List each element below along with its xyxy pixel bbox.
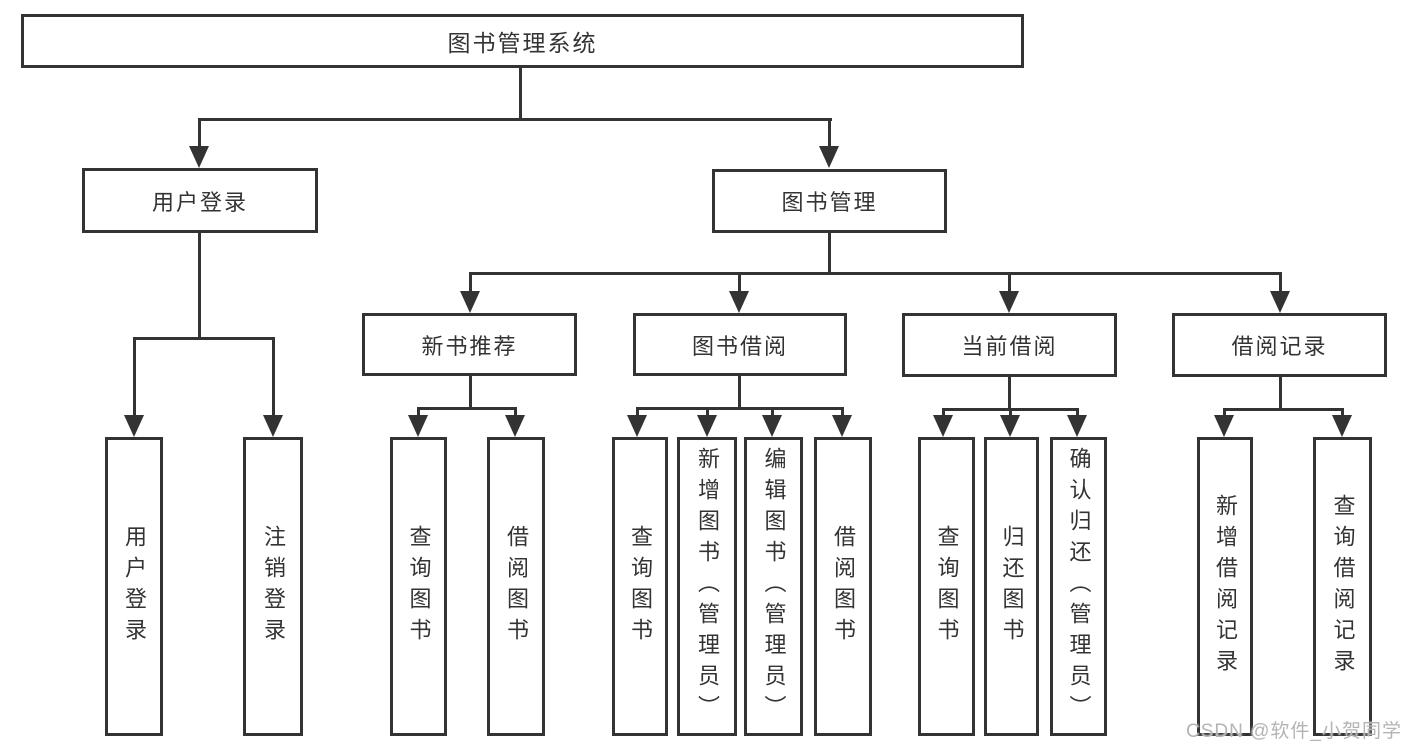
leaf-borrow-book: 借阅图书: [814, 437, 872, 736]
arrow-down-icon: [1270, 291, 1290, 313]
arrow-down-icon: [1000, 415, 1020, 437]
arrow-down-icon: [933, 415, 953, 437]
connector-currentborrow-stem: [1008, 375, 1011, 408]
leaf-current-confirm-admin: 确认归还（管理员）: [1050, 437, 1107, 736]
connector-leaf-drop: [1223, 408, 1226, 417]
arrow-down-icon: [124, 415, 144, 437]
connector-book-mgmt-stem: [828, 233, 831, 272]
connector-leaf-drop: [514, 407, 517, 417]
node-book-borrow: 图书借阅: [633, 313, 847, 376]
leaf-logout: 注销登录: [243, 437, 303, 736]
node-new-book-recommend: 新书推荐: [362, 313, 577, 376]
connector-leaf-drop: [1341, 408, 1344, 417]
arrow-down-icon: [832, 415, 852, 437]
leaf-current-query: 查询图书: [918, 437, 975, 736]
connector-leaf-drop: [133, 337, 136, 417]
leaf-newbook-query: 查询图书: [390, 437, 447, 736]
node-book-management-label: 图书管理: [781, 190, 878, 215]
watermark: CSDN @软件_小贺同学: [1186, 721, 1402, 742]
leaf-user-login: 用户登录: [105, 437, 163, 736]
leaf-newbook-query-label: 查询图书: [406, 524, 432, 649]
arrow-down-icon: [999, 291, 1019, 313]
connector-leaf-drop: [1009, 408, 1012, 417]
connector-newbook-stem: [469, 374, 472, 408]
arrow-down-icon: [263, 415, 283, 437]
node-borrow-record: 借阅记录: [1172, 313, 1387, 377]
leaf-current-return-label: 归还图书: [999, 524, 1025, 649]
arrow-down-icon: [697, 415, 717, 437]
leaf-borrow-query: 查询图书: [612, 437, 668, 736]
connector-bookborrow-stem: [738, 374, 741, 408]
connector-leaf-drop: [706, 407, 709, 417]
connector-leaf-drop: [1076, 408, 1079, 417]
leaf-logout-label: 注销登录: [261, 524, 286, 649]
leaf-user-login-label: 用户登录: [122, 524, 147, 649]
arrow-down-icon: [408, 415, 428, 437]
node-current-borrow-label: 当前借阅: [961, 334, 1058, 359]
connector-root-stem: [519, 68, 522, 118]
leaf-borrow-query-label: 查询图书: [628, 524, 653, 649]
leaf-record-add: 新增借阅记录: [1197, 437, 1253, 736]
connector-level3-drop: [738, 272, 741, 293]
arrow-down-icon: [627, 415, 647, 437]
arrow-down-icon: [1067, 415, 1087, 437]
node-book-borrow-label: 图书借阅: [691, 333, 788, 359]
connector-leaf-drop: [417, 407, 420, 417]
leaf-record-add-label: 新增借阅记录: [1213, 493, 1238, 680]
connector-leaf-drop: [636, 407, 639, 417]
arrow-down-icon: [762, 415, 782, 437]
leaf-borrow-edit-admin: 编辑图书（管理员）: [744, 437, 803, 736]
connector-level3-drop: [1279, 272, 1282, 293]
node-new-book-recommend-label: 新书推荐: [421, 333, 518, 359]
node-current-borrow: 当前借阅: [902, 313, 1117, 377]
arrow-down-icon: [460, 291, 480, 313]
connector-borrowrecord-bus: [1223, 408, 1343, 411]
connector-leaf-drop: [942, 408, 945, 417]
leaf-current-confirm-admin-label: 确认归还（管理员）: [1066, 447, 1092, 726]
connector-book-mgmt-drop: [828, 118, 831, 148]
arrow-down-icon: [189, 146, 209, 168]
leaf-current-return: 归还图书: [984, 437, 1039, 736]
connector-leaf-drop: [841, 407, 844, 417]
connector-user-login-drop: [198, 118, 201, 148]
connector-level3-drop: [1008, 272, 1011, 293]
arrow-down-icon: [1214, 415, 1234, 437]
leaf-current-query-label: 查询图书: [934, 524, 960, 649]
node-root: 图书管理系统: [21, 14, 1024, 68]
connector-level2-bus: [198, 118, 832, 121]
leaf-borrow-add-admin-label: 新增图书（管理员）: [695, 447, 720, 726]
leaf-borrow-add-admin: 新增图书（管理员）: [677, 437, 737, 736]
connector-bookborrow-bus: [636, 407, 843, 410]
leaf-borrow-edit-admin-label: 编辑图书（管理员）: [761, 447, 787, 726]
leaf-newbook-borrow-label: 借阅图书: [504, 524, 529, 649]
connector-level3-bus: [469, 272, 1281, 275]
leaf-borrow-book-label: 借阅图书: [831, 524, 856, 649]
arrow-down-icon: [1332, 415, 1352, 437]
connector-borrowrecord-stem: [1279, 375, 1282, 408]
connector-user-login-stem: [198, 233, 201, 337]
arrow-down-icon: [729, 291, 749, 313]
node-user-login: 用户登录: [82, 168, 318, 233]
leaf-record-query: 查询借阅记录: [1313, 437, 1372, 736]
leaf-record-query-label: 查询借阅记录: [1330, 493, 1356, 680]
connector-leaf-drop: [771, 407, 774, 417]
connector-leaf-drop: [272, 337, 275, 417]
node-root-label: 图书管理系统: [447, 30, 598, 56]
connector-user-login-bus: [133, 337, 274, 340]
node-borrow-record-label: 借阅记录: [1231, 334, 1328, 359]
arrow-down-icon: [819, 146, 839, 168]
connector-newbook-bus: [417, 407, 517, 410]
node-user-login-label: 用户登录: [151, 189, 248, 215]
leaf-newbook-borrow: 借阅图书: [487, 437, 545, 736]
node-book-management: 图书管理: [712, 169, 947, 233]
arrow-down-icon: [505, 415, 525, 437]
connector-level3-drop: [469, 272, 472, 293]
